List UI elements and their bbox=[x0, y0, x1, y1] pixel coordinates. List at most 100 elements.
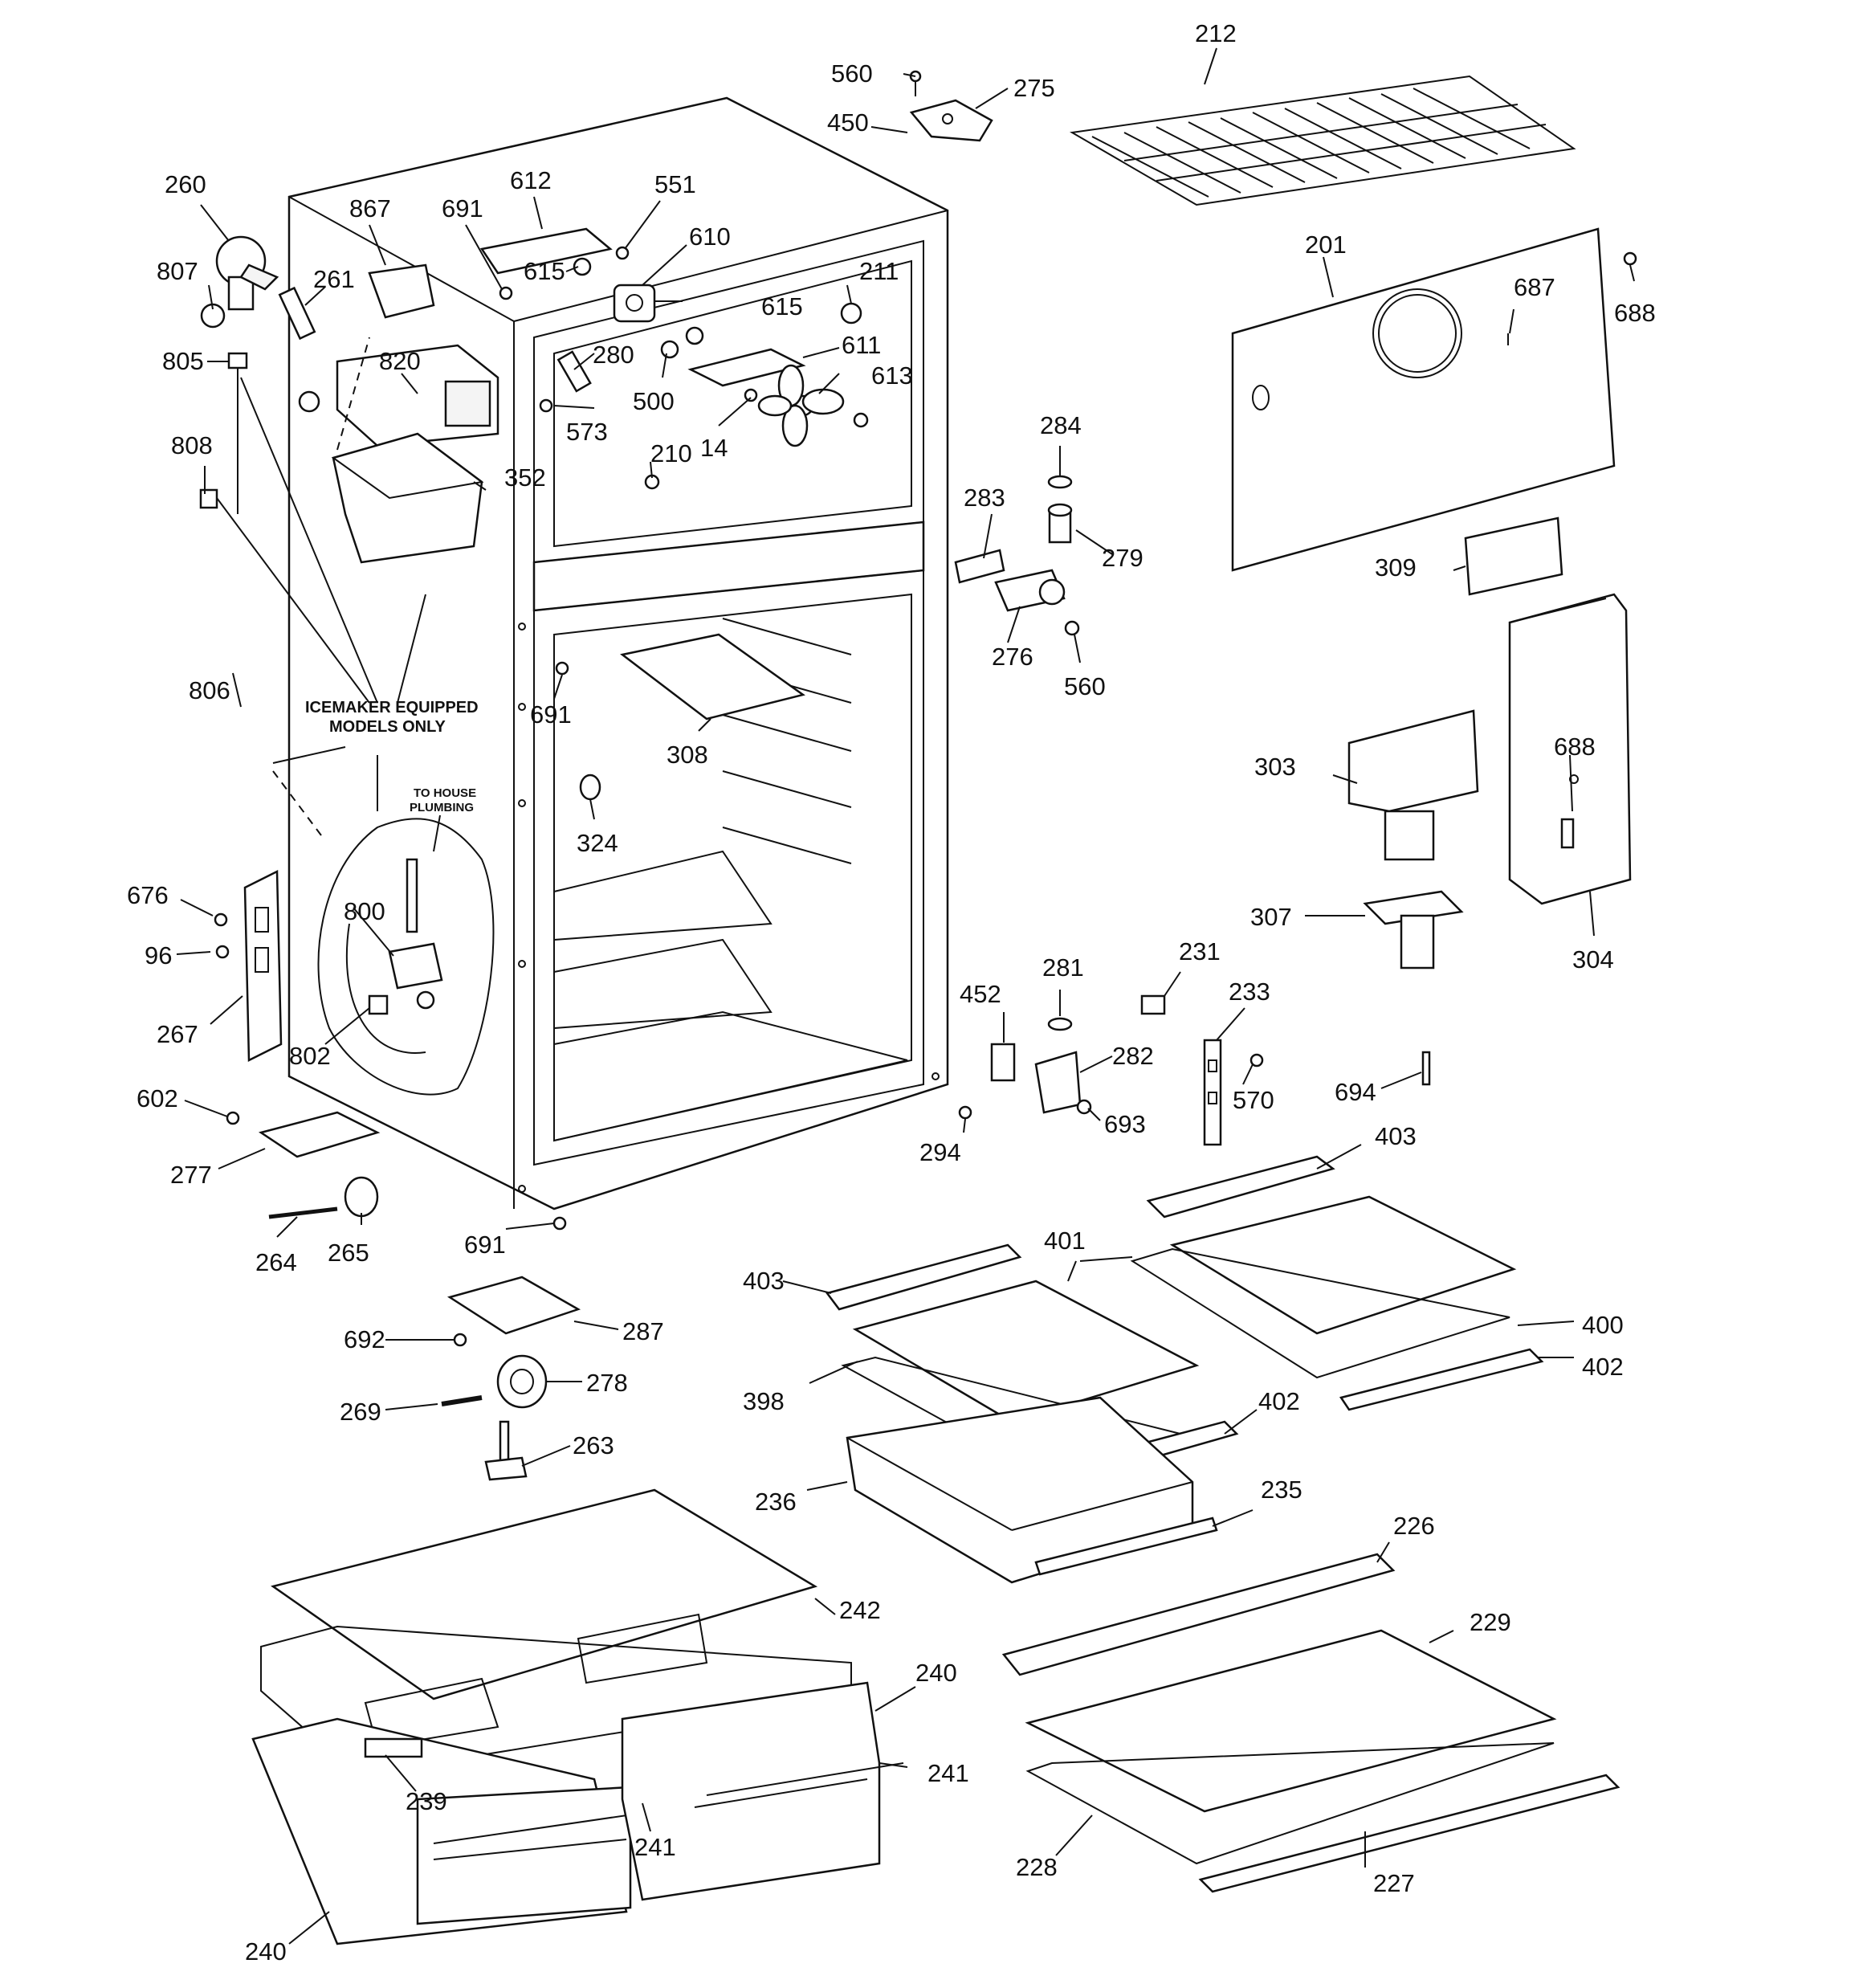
callout-611: 611 bbox=[842, 331, 881, 359]
part-240-crisper-drawer bbox=[251, 1681, 904, 1945]
callout-269: 269 bbox=[340, 1398, 381, 1426]
part-201-evaporator-cover bbox=[1231, 227, 1637, 572]
callout-400: 400 bbox=[1582, 1311, 1624, 1339]
callout-806: 806 bbox=[189, 676, 230, 704]
part-227-shelf-trim bbox=[1198, 1774, 1620, 1893]
part-693-screw bbox=[1076, 1099, 1092, 1115]
callout-500: 500 bbox=[633, 387, 675, 415]
part-229-glass-shelf bbox=[1025, 1629, 1557, 1813]
part-264-axle bbox=[268, 1206, 338, 1219]
callout-802: 802 bbox=[289, 1042, 331, 1070]
callout-287: 287 bbox=[622, 1317, 664, 1345]
part-226-shelf-trim bbox=[1001, 1553, 1396, 1676]
callout-239: 239 bbox=[406, 1787, 447, 1815]
callout-691: 691 bbox=[464, 1231, 506, 1259]
part-261-fill-tube bbox=[278, 286, 316, 341]
part-692-screw bbox=[453, 1333, 467, 1347]
part-694-bolt bbox=[1421, 1051, 1431, 1086]
callout-694: 694 bbox=[1335, 1078, 1376, 1106]
callout-560: 560 bbox=[1064, 672, 1106, 700]
callout-280: 280 bbox=[593, 341, 634, 369]
part-307-chute bbox=[1363, 890, 1464, 970]
callout-284: 284 bbox=[1040, 411, 1082, 439]
callout-282: 282 bbox=[1112, 1042, 1154, 1070]
callout-226: 226 bbox=[1393, 1512, 1435, 1540]
part-263-leveling-leg bbox=[484, 1420, 528, 1481]
part-276-center-hinge bbox=[994, 569, 1080, 636]
callout-687: 687 bbox=[1514, 273, 1555, 301]
part-400-shelf-frame bbox=[1130, 1247, 1510, 1379]
callout-240: 240 bbox=[915, 1659, 957, 1687]
callout-294: 294 bbox=[919, 1138, 961, 1166]
callout-264: 264 bbox=[255, 1248, 297, 1276]
callout-308: 308 bbox=[667, 741, 708, 769]
part-267-bracket bbox=[214, 870, 283, 1062]
part-613-fan-blade bbox=[757, 364, 869, 447]
callout-867: 867 bbox=[349, 194, 391, 222]
callout-276: 276 bbox=[992, 643, 1033, 671]
callout-692: 692 bbox=[344, 1325, 385, 1353]
callout-227: 227 bbox=[1373, 1869, 1415, 1897]
part-691-screw bbox=[499, 286, 513, 300]
callout-602: 602 bbox=[137, 1084, 178, 1112]
callout-403: 403 bbox=[743, 1267, 785, 1295]
part-403-shelf-trim bbox=[1146, 1155, 1335, 1219]
callout-688: 688 bbox=[1554, 733, 1596, 761]
callout-807: 807 bbox=[157, 257, 198, 285]
part-294-plug bbox=[958, 1105, 972, 1120]
callout-613: 613 bbox=[871, 361, 913, 390]
part-281-washer bbox=[1047, 1017, 1073, 1031]
part-401-glass-shelf bbox=[1169, 1195, 1517, 1335]
part-612-bracket bbox=[479, 227, 613, 275]
callout-570: 570 bbox=[1233, 1086, 1274, 1114]
callout-14: 14 bbox=[700, 434, 728, 462]
part-269-pin bbox=[441, 1395, 483, 1406]
callout-228: 228 bbox=[1016, 1853, 1058, 1881]
callout-398: 398 bbox=[743, 1387, 785, 1415]
part-233-shelf-support bbox=[1203, 1039, 1264, 1146]
part-352-ice-bucket bbox=[331, 337, 484, 564]
part-402-shelf-trim bbox=[1339, 1348, 1544, 1411]
callout-231: 231 bbox=[1179, 937, 1221, 965]
callout-691: 691 bbox=[530, 700, 572, 729]
icemaker-callout-arrows bbox=[216, 377, 426, 836]
plumbing-note-line1: TO HOUSE bbox=[414, 786, 476, 800]
part-277-rail bbox=[258, 1111, 381, 1158]
part-236-meat-pan bbox=[846, 1396, 1218, 1584]
callout-615: 615 bbox=[761, 292, 803, 320]
callout-201: 201 bbox=[1305, 231, 1347, 259]
plumbing-note-line2: PLUMBING bbox=[410, 801, 474, 814]
callout-551: 551 bbox=[654, 170, 696, 198]
callout-229: 229 bbox=[1470, 1608, 1511, 1636]
part-691-screw bbox=[552, 1216, 567, 1231]
callout-241: 241 bbox=[634, 1833, 676, 1861]
part-283-shim bbox=[954, 549, 1005, 584]
part-304-duct bbox=[1508, 593, 1632, 905]
part-212-wire-shelf bbox=[1069, 75, 1576, 206]
callout-309: 309 bbox=[1375, 553, 1417, 582]
callout-242: 242 bbox=[839, 1596, 881, 1624]
callout-452: 452 bbox=[960, 980, 1001, 1008]
callout-212: 212 bbox=[1195, 19, 1237, 47]
callout-808: 808 bbox=[171, 431, 213, 459]
callout-278: 278 bbox=[586, 1369, 628, 1397]
icemaker-water-valve-inset bbox=[317, 818, 495, 1096]
part-279-hinge-pin bbox=[1047, 475, 1073, 544]
part-691-screw bbox=[555, 661, 569, 676]
callout-401: 401 bbox=[1044, 1227, 1086, 1255]
callout-691: 691 bbox=[442, 194, 483, 222]
callout-304: 304 bbox=[1572, 945, 1614, 974]
callout-283: 283 bbox=[964, 484, 1005, 512]
leader-lines bbox=[176, 47, 1635, 1945]
callout-261: 261 bbox=[313, 265, 355, 293]
callout-560: 560 bbox=[831, 59, 873, 88]
callout-402: 402 bbox=[1258, 1387, 1300, 1415]
part-309-label bbox=[1464, 516, 1563, 596]
callout-236: 236 bbox=[755, 1488, 797, 1516]
part-282-bottom-hinge bbox=[1034, 1051, 1082, 1114]
part-324-cap bbox=[579, 774, 601, 801]
callout-403: 403 bbox=[1375, 1122, 1417, 1150]
callout-233: 233 bbox=[1229, 978, 1270, 1006]
part-228-shelf-frame bbox=[1025, 1742, 1555, 1865]
